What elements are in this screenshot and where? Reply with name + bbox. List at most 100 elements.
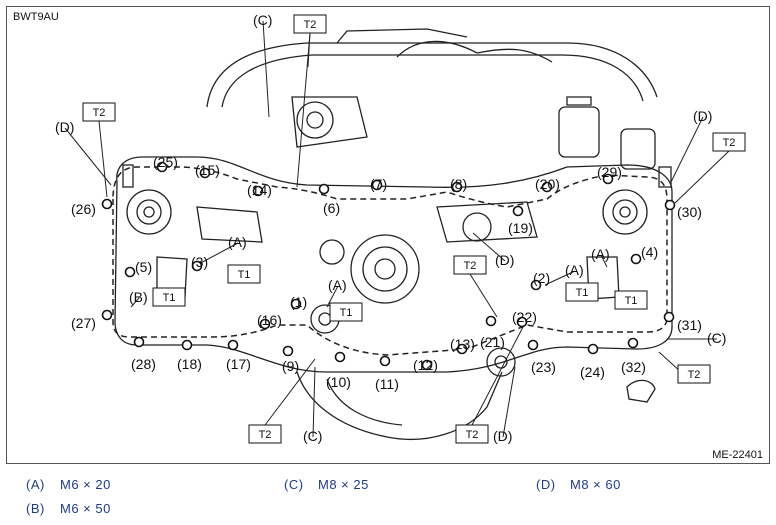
bolt-markers xyxy=(101,161,676,371)
bolt-label-27: (27) xyxy=(71,315,96,331)
bolt-5 xyxy=(124,266,136,278)
diagram-frame: BWT9AU ME-22401 xyxy=(6,6,770,464)
svg-text:T1: T1 xyxy=(238,269,251,281)
callout-b-4: (B) xyxy=(129,289,148,305)
leader-line xyxy=(64,127,112,186)
bolt-28 xyxy=(133,336,145,348)
bolt-label-20: (20) xyxy=(535,176,560,192)
svg-text:T1: T1 xyxy=(576,287,589,299)
legend-value-d: M8 × 60 xyxy=(570,477,621,492)
legend-key-b: (B) xyxy=(26,501,45,516)
gasket-dashed-outline xyxy=(112,166,668,356)
torque-tag-t2-2: T2 xyxy=(712,132,746,152)
bolt-label-21: (21) xyxy=(480,334,505,350)
callout-d-5: (D) xyxy=(495,252,514,268)
bolt-label-16: (16) xyxy=(257,312,282,328)
leader-line xyxy=(471,326,524,426)
bolt-label-5: (5) xyxy=(135,259,152,275)
bolt-2 xyxy=(530,279,542,291)
bolt-1 xyxy=(290,298,302,310)
bolt-label-26: (26) xyxy=(71,201,96,217)
bolt-label-30: (30) xyxy=(677,204,702,220)
leader-line xyxy=(600,254,608,268)
leader-line xyxy=(196,242,239,266)
svg-text:T2: T2 xyxy=(723,137,736,149)
torque-tag-t2-9: T2 xyxy=(677,364,711,384)
bolt-22 xyxy=(516,316,528,328)
legend-key-a: (A) xyxy=(26,477,45,492)
reference-code: ME-22401 xyxy=(712,449,763,461)
callout-c-10: (C) xyxy=(303,428,322,444)
torque-tag-t2-1: T2 xyxy=(82,102,116,122)
bolt-label-11: (11) xyxy=(375,376,399,392)
svg-text:T2: T2 xyxy=(688,369,701,381)
bolt-26 xyxy=(101,198,113,210)
bolt-27 xyxy=(101,309,113,321)
bolt-label-1: (1) xyxy=(290,294,307,310)
leader-line xyxy=(296,32,311,188)
svg-text:T2: T2 xyxy=(259,429,272,441)
bolt-29 xyxy=(602,173,614,185)
svg-text:T2: T2 xyxy=(304,19,317,31)
leader-lines xyxy=(64,20,730,438)
legend-key-d: (D) xyxy=(536,477,556,492)
bolt-17 xyxy=(227,339,239,351)
bolt-label-25: (25) xyxy=(153,154,178,170)
torque-tag-t1-8: T1 xyxy=(614,290,648,310)
legend-value-a: M6 × 20 xyxy=(60,477,111,492)
bolt-label-28: (28) xyxy=(131,356,156,372)
bolt-label-4: (4) xyxy=(641,244,658,260)
bolt-12 xyxy=(421,359,433,371)
bolt-label-22: (22) xyxy=(512,309,537,325)
bolt-label-10: (10) xyxy=(326,374,351,390)
bolt-25 xyxy=(156,161,168,173)
torque-tag-t2-6: T2 xyxy=(453,255,487,275)
bolt-label-15: (15) xyxy=(195,162,220,178)
callout-d-1: (D) xyxy=(55,119,74,135)
bolt-23 xyxy=(527,339,539,351)
bolt-31 xyxy=(663,311,675,323)
bolt-label-32: (32) xyxy=(621,359,646,375)
bolt-label-31: (31) xyxy=(677,317,702,333)
bolt-label-29: (29) xyxy=(597,164,622,180)
svg-text:T1: T1 xyxy=(340,307,353,319)
leader-line xyxy=(469,273,498,318)
callout-a-2: (A) xyxy=(228,234,247,250)
bolt-label-18: (18) xyxy=(177,356,202,372)
bolt-label-13: (13) xyxy=(450,336,475,352)
bolt-label-24: (24) xyxy=(580,364,605,380)
leader-line xyxy=(98,120,108,198)
bolt-label-23: (23) xyxy=(531,359,556,375)
bolt-18 xyxy=(181,339,193,351)
bolt-label-8: (8) xyxy=(450,176,467,192)
bolt-label-6: (6) xyxy=(323,200,340,216)
leader-line xyxy=(674,150,730,204)
callout-a-3: (A) xyxy=(328,277,347,293)
torque-tag-t2-0: T2 xyxy=(293,14,327,34)
leader-line xyxy=(312,366,316,438)
bolt-11 xyxy=(379,355,391,367)
torque-tag-t2-10: T2 xyxy=(248,424,282,444)
bolt-30 xyxy=(664,199,676,211)
bolt-6 xyxy=(318,183,330,195)
callout-c-9: (C) xyxy=(707,330,726,346)
callout-d-11: (D) xyxy=(493,428,512,444)
bolt-label-7: (7) xyxy=(370,176,387,192)
torque-tag-t1-5: T1 xyxy=(329,302,363,322)
bolt-label-9: (9) xyxy=(282,358,299,374)
bolt-21 xyxy=(485,315,497,327)
callout-a-7: (A) xyxy=(591,246,610,262)
bolt-9 xyxy=(282,345,294,357)
bolt-labels: (1)(2)(3)(4)(5)(6)(7)(8)(9)(10)(11)(12)(… xyxy=(55,12,726,444)
leader-line xyxy=(502,366,516,438)
bolt-32 xyxy=(627,337,639,349)
callout-c-0: (C) xyxy=(253,12,272,28)
bolt-24 xyxy=(587,343,599,355)
bolt-7 xyxy=(371,179,383,191)
leader-line xyxy=(670,116,704,183)
bolt-label-3: (3) xyxy=(191,254,208,270)
leader-line xyxy=(326,285,339,308)
bolt-8 xyxy=(451,181,463,193)
leader-line xyxy=(544,270,576,286)
